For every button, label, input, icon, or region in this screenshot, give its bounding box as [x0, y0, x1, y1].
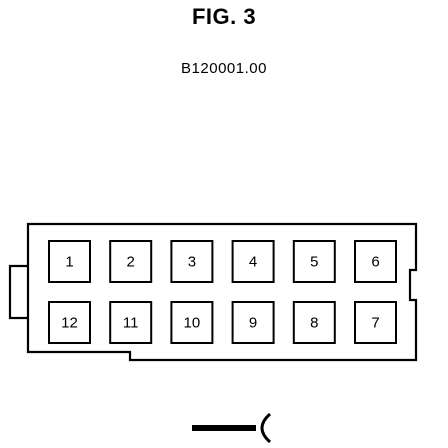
pin-number-label: 2	[127, 254, 135, 271]
pin-number-label: 11	[123, 315, 139, 332]
pin-cavity-box	[231, 301, 275, 344]
pin-cavity-box	[292, 240, 336, 283]
pin-number-label: 10	[184, 315, 201, 332]
pin-number-label: 5	[310, 254, 318, 271]
pin-cavity: 8	[292, 301, 336, 344]
pin-cavity: 4	[231, 240, 275, 283]
pin-cavity-box	[170, 301, 214, 344]
pin-number-label: 9	[249, 315, 257, 332]
pin-number-label: 7	[371, 315, 379, 332]
pin-cavity-box	[292, 301, 336, 344]
pin-cavity: 11	[109, 301, 153, 344]
pin-cavity-box	[109, 240, 153, 283]
pin-number-label: 4	[249, 254, 257, 271]
pin-number-label: 3	[188, 254, 196, 271]
figure-title: FIG. 3	[191, 4, 257, 29]
pin-cavity-box	[109, 301, 153, 344]
pin-cavity-box	[170, 240, 214, 283]
pin-cavity-box	[354, 301, 397, 344]
connector-housing-outline	[26, 222, 418, 362]
pin-cavity: 2	[109, 240, 153, 283]
pin-cavity: 10	[170, 301, 214, 344]
pin-number-label: 6	[371, 254, 379, 271]
pin-cavity: 12	[48, 301, 91, 344]
pin-number-label: 8	[310, 315, 318, 332]
pin-number-label: 12	[61, 315, 78, 332]
pin-cavity-box	[354, 240, 397, 283]
connector-locking-tab	[8, 264, 28, 320]
pin-cavity: 1	[48, 240, 91, 283]
orientation-key-hook	[260, 412, 272, 444]
pin-cavity: 3	[170, 240, 214, 283]
pin-cavity: 9	[231, 301, 275, 344]
orientation-key-bar	[192, 425, 256, 431]
pin-cavity: 6	[354, 240, 397, 283]
pin-number-label: 1	[65, 254, 73, 271]
orientation-key-symbol	[192, 412, 272, 444]
pin-cavity-box	[231, 240, 275, 283]
pin-cavity-box	[48, 240, 91, 283]
pin-cavity: 7	[354, 301, 397, 344]
figure-reference-code: B120001.00	[181, 60, 267, 77]
pin-cavity-box	[48, 301, 91, 344]
pin-cavity: 5	[292, 240, 336, 283]
